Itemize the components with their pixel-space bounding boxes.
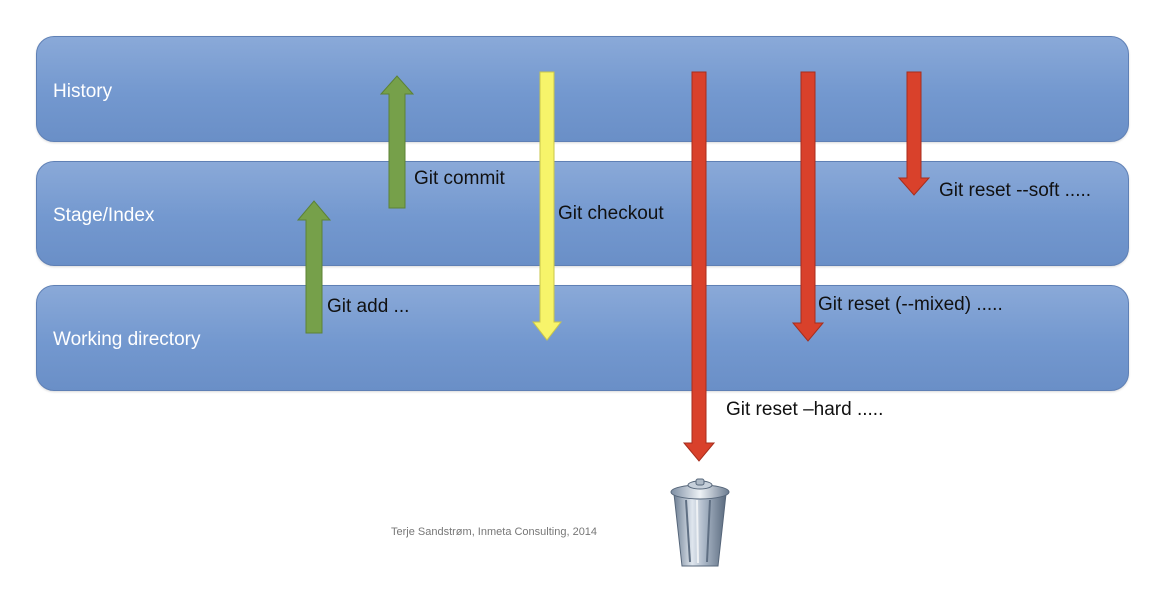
working-directory-label: Working directory [53, 329, 201, 350]
trash-can-icon [670, 478, 730, 567]
history-band: History [36, 36, 1129, 142]
history-label: History [53, 81, 113, 102]
git-commit-label: Git commit [414, 168, 505, 189]
git-reset-hard-arrow [682, 71, 716, 462]
git-reset-soft-label: Git reset --soft ..... [939, 180, 1092, 201]
stage-label: Stage/Index [53, 205, 155, 226]
stage-band: Stage/Index [36, 161, 1129, 266]
git-commit-arrow [379, 75, 415, 209]
git-reset-mixed-arrow [791, 71, 825, 342]
git-reset-soft-arrow [897, 71, 931, 196]
working-directory-band: Working directory [36, 285, 1129, 391]
git-reset-hard-label: Git reset –hard ..... [726, 399, 884, 420]
git-checkout-label: Git checkout [558, 203, 664, 224]
credit-text: Terje Sandstrøm, Inmeta Consulting, 2014 [391, 526, 598, 538]
git-add-arrow [296, 200, 332, 334]
git-add-label: Git add ... [327, 296, 410, 317]
git-checkout-arrow [531, 71, 563, 341]
git-reset-mixed-label: Git reset (--mixed) ..... [818, 294, 1003, 315]
